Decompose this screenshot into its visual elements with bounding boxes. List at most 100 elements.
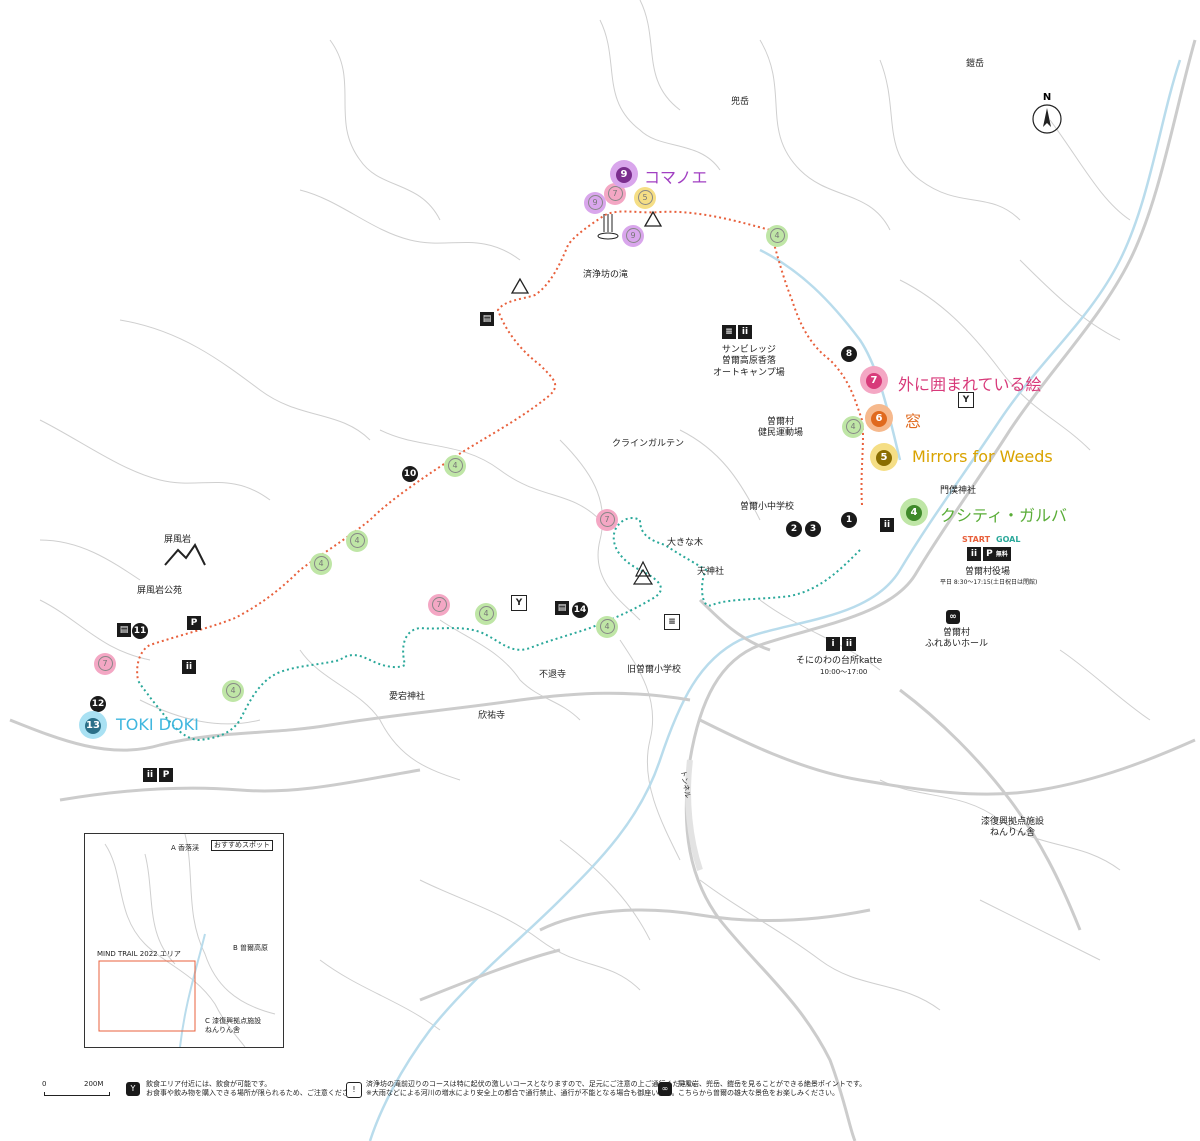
marker-3[interactable]: 3 bbox=[805, 521, 821, 537]
binoculars-icon: ∞ bbox=[946, 610, 960, 624]
toilet-icon: ii bbox=[143, 768, 157, 782]
inset-a: A 香落渓 bbox=[171, 844, 200, 852]
inset-c: C 漆復興拠点施設 ねんりん舎 bbox=[205, 1017, 262, 1034]
toilet-icon: ii bbox=[182, 660, 196, 674]
book-icon: ▤ bbox=[555, 601, 569, 615]
artwork-6-marker[interactable]: 6 bbox=[865, 404, 893, 432]
inset-terrain bbox=[98, 834, 276, 1047]
label-kitchen-hours: 10:00〜17:00 bbox=[820, 668, 868, 676]
artwork-5-title: Mirrors for Weeds bbox=[912, 447, 1053, 466]
toilet-icon-group-2: ii bbox=[182, 660, 196, 674]
spot-7-byobuiwa[interactable]: 7 bbox=[94, 653, 116, 675]
label-kleingarten: クラインガルテン bbox=[612, 439, 685, 449]
info-icon: i bbox=[826, 637, 840, 651]
marker-12[interactable]: 12 bbox=[90, 696, 106, 712]
toilet-icon: ii bbox=[842, 637, 856, 651]
artwork-4-title: クシティ・ガルバ bbox=[940, 506, 1068, 525]
spot-4-undojo[interactable]: 4 bbox=[842, 416, 864, 438]
caution-legend-icon: ! bbox=[346, 1082, 362, 1098]
book-icon: ▤ bbox=[117, 623, 131, 637]
artwork-13-marker[interactable]: 13 bbox=[79, 711, 107, 739]
book-icon-group-3: ▤ bbox=[117, 623, 131, 637]
artwork-9-marker[interactable]: 9 bbox=[610, 160, 638, 188]
parking-free-icon: P 無料 bbox=[983, 547, 1011, 561]
toilet-icon: ii bbox=[967, 547, 981, 561]
book-icon: ▤ bbox=[480, 312, 494, 326]
label-futaiji: 不退寺 bbox=[539, 670, 567, 680]
marker-8[interactable]: 8 bbox=[841, 346, 857, 362]
spot-5-waterfall[interactable]: 5 bbox=[634, 187, 656, 209]
map-icon-group: ≡ bbox=[664, 614, 680, 630]
spot-4-futaiji[interactable]: 4 bbox=[596, 616, 618, 638]
label-start: START bbox=[962, 535, 991, 544]
spot-9-waterfall-b[interactable]: 9 bbox=[622, 225, 644, 247]
spot-7-kleingarten[interactable]: 7 bbox=[596, 509, 618, 531]
label-tenjinja: 天神社 bbox=[697, 567, 725, 577]
label-parking-free: 無料 bbox=[995, 551, 1008, 558]
marker-14[interactable]: 14 bbox=[572, 602, 588, 618]
tree-icon bbox=[632, 560, 654, 585]
spot-4-ridge[interactable]: 4 bbox=[766, 225, 788, 247]
marker-1[interactable]: 1 bbox=[841, 512, 857, 528]
marker-11[interactable]: 11 bbox=[132, 623, 148, 639]
label-yakuba: 曽爾村役場 bbox=[965, 567, 1011, 577]
toilet-icon: ii bbox=[880, 518, 894, 532]
label-yakuba-hours: 平日 8:30〜17:15(土日祝日は閉館) bbox=[940, 579, 1038, 586]
inset-tag: おすすめスポット bbox=[211, 840, 273, 851]
food-icon: Y bbox=[511, 595, 527, 611]
book-icon-group: ▤ bbox=[555, 601, 569, 615]
label-atago: 愛宕神社 bbox=[389, 692, 426, 702]
label-nenrinsha: 漆復興拠点施設 ねんりん舎 bbox=[981, 817, 1045, 839]
facility-icons-sunvillage: ≡ii bbox=[722, 325, 752, 339]
label-bigtree: 大きな木 bbox=[667, 538, 704, 548]
scale-bar bbox=[44, 1092, 110, 1096]
parking-icon: P bbox=[159, 768, 173, 782]
label-kitchen: そにのわの台所katte bbox=[796, 656, 883, 666]
marker-10[interactable]: 10 bbox=[402, 466, 418, 482]
spot-4-trail-b[interactable]: 4 bbox=[346, 530, 368, 552]
facility-icons-yakuba: ii P 無料 bbox=[967, 547, 1011, 561]
inset-b: B 曽爾高原 bbox=[233, 944, 269, 952]
food-icon-group: Y bbox=[958, 392, 974, 408]
scale-zero: 0 bbox=[42, 1080, 47, 1088]
spot-4-west[interactable]: 4 bbox=[222, 680, 244, 702]
teal-trail bbox=[137, 517, 861, 742]
legend-view: 屏風岩、兜岳、鎧岳を見ることができる絶景ポイントです。 こちらから曽爾の雄大な景… bbox=[678, 1080, 867, 1098]
label-undojo: 曽爾村 健民運動場 bbox=[758, 417, 804, 439]
peak-yoroidake: 鎧岳 bbox=[966, 59, 985, 69]
parking-icon: P bbox=[187, 616, 201, 630]
compass: N bbox=[1027, 92, 1067, 138]
binoculars-legend-icon: ∞ bbox=[658, 1082, 672, 1096]
map-icon: ≡ bbox=[664, 614, 680, 630]
artwork-5-marker[interactable]: 5 bbox=[870, 443, 898, 471]
terrain-lines bbox=[39, 0, 1151, 1031]
artwork-4-marker[interactable]: 4 bbox=[900, 498, 928, 526]
food-legend-icon: Y bbox=[126, 1082, 140, 1096]
compass-north-label: N bbox=[1042, 92, 1052, 103]
viewpoint-icon-group: ∞ bbox=[946, 610, 960, 624]
scale-200m: 200M bbox=[84, 1080, 104, 1088]
spot-4-trail-a[interactable]: 4 bbox=[444, 455, 466, 477]
label-old-school: 旧曽爾小学校 bbox=[627, 665, 682, 675]
spot-9-waterfall-a[interactable]: 9 bbox=[584, 192, 606, 214]
label-sunvillage: サンビレッジ 曽爾高原香落 オートキャンプ場 bbox=[713, 345, 785, 378]
inset-area: MIND TRAIL 2022 エリア bbox=[97, 950, 181, 958]
label-monboku: 門僕神社 bbox=[940, 486, 977, 496]
label-goal: GOAL bbox=[996, 535, 1021, 544]
artwork-13-title: TOKI DOKI bbox=[116, 715, 199, 734]
marker-2[interactable]: 2 bbox=[786, 521, 802, 537]
artwork-7-marker[interactable]: 7 bbox=[860, 366, 888, 394]
label-waterfall: 済浄坊の滝 bbox=[583, 270, 629, 280]
spot-7-atago[interactable]: 7 bbox=[428, 594, 450, 616]
spot-4-trail-c[interactable]: 4 bbox=[310, 553, 332, 575]
label-school: 曽爾小中学校 bbox=[740, 502, 795, 512]
waterfall-icon bbox=[597, 214, 619, 240]
label-fureai: 曽爾村 ふれあいホール bbox=[925, 628, 989, 650]
spot-7-waterfall[interactable]: 7 bbox=[604, 183, 626, 205]
orange-trail bbox=[136, 210, 864, 681]
spot-4-atago[interactable]: 4 bbox=[475, 603, 497, 625]
peak-byobuiwa: 屏風岩 bbox=[164, 535, 192, 545]
roads bbox=[9, 39, 1197, 1141]
food-icon-group-2: Y bbox=[511, 595, 527, 611]
